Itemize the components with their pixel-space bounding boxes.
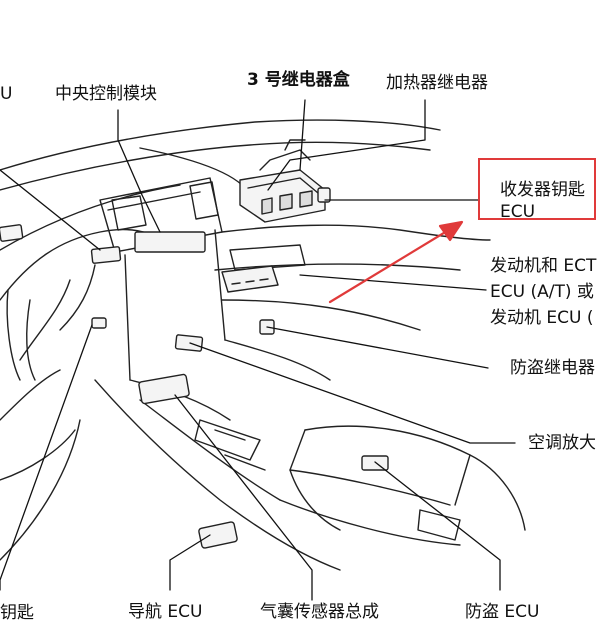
leader-central-control: [117, 109, 161, 233]
leader-ac-amplifier: [189, 342, 516, 444]
leader-airbag: [174, 394, 313, 601]
highlight-box: [478, 158, 596, 220]
leader-top-left: [0, 169, 101, 251]
label-engine-ecu-1: 发动机和 ECT: [490, 256, 597, 276]
label-airbag-sensor: 气囊传感器总成: [260, 602, 379, 622]
leader-engine-ecu: [299, 274, 487, 291]
leader-anti-theft-relay: [266, 326, 489, 369]
label-top-left: U: [0, 84, 13, 104]
leader-navigation: [169, 534, 211, 591]
label-central-control: 中央控制模块: [55, 84, 157, 104]
label-engine-ecu-2: ECU (A/T) 或: [490, 282, 594, 302]
red-arrow-icon: [328, 220, 464, 304]
label-anti-theft-ecu: 防盗 ECU: [465, 602, 540, 622]
label-key-left: 钥匙: [0, 603, 34, 623]
label-heater-relay: 加热器继电器: [386, 73, 488, 93]
label-engine-ecu-3: 发动机 ECU (: [490, 308, 594, 328]
label-ac-amplifier: 空调放大: [528, 433, 596, 453]
leader-heater-relay: [267, 99, 426, 191]
leader-relay-box: [299, 99, 306, 171]
leader-key-left: [0, 324, 93, 591]
label-transceiver-key-2: ECU: [500, 202, 536, 222]
label-navigation-ecu: 导航 ECU: [128, 602, 203, 622]
leader-anti-theft-ecu: [374, 461, 501, 591]
label-anti-theft-relay: 防盗继电器: [510, 358, 595, 378]
label-transceiver-key-1: 收发器钥匙: [500, 180, 585, 200]
label-relay-box-3: 3 号继电器盒: [247, 70, 350, 90]
